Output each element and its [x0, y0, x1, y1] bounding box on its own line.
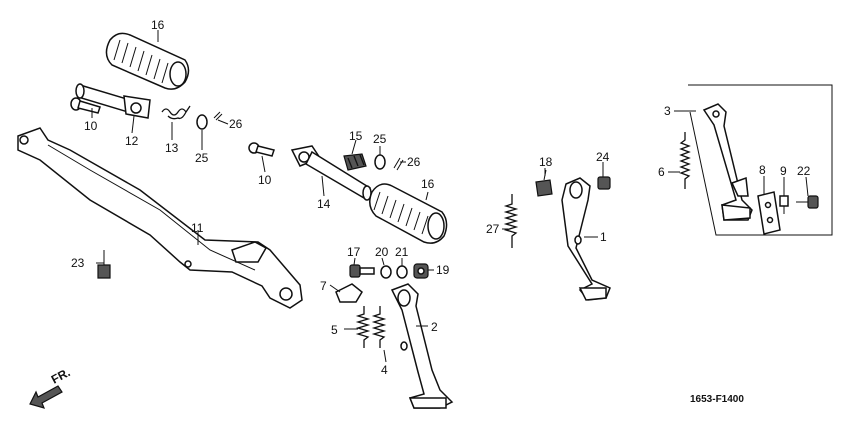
plate-7	[335, 283, 363, 303]
inset-frame	[688, 84, 833, 236]
callout-6: 6	[658, 165, 665, 179]
callout-7: 7	[320, 279, 327, 293]
bolt-17	[349, 264, 375, 278]
callout-15: 15	[349, 129, 363, 143]
stand-bracket-arm	[17, 127, 303, 309]
front-arrow-icon	[29, 385, 63, 409]
callout-18: 18	[539, 155, 553, 169]
callout-25-right: 25	[373, 132, 387, 146]
callout-20: 20	[375, 245, 389, 259]
callout-16-top: 16	[151, 18, 165, 32]
footpeg-rubber-left	[105, 32, 190, 90]
washer-25-left	[196, 114, 208, 130]
footpeg-bar-right	[290, 145, 372, 201]
callout-24: 24	[596, 150, 610, 164]
cotter-pin-26-right	[393, 157, 404, 171]
leader-lines	[91, 30, 809, 363]
callout-8: 8	[759, 163, 766, 177]
callout-10-right: 10	[258, 173, 272, 187]
washer-25-right	[374, 154, 386, 170]
callout-10-left: 10	[84, 119, 98, 133]
callout-3: 3	[664, 104, 671, 118]
side-stand	[702, 103, 753, 221]
callout-21: 21	[395, 245, 409, 259]
main-stand	[390, 283, 454, 409]
spring-13	[161, 105, 191, 120]
cotter-pin-26-left	[213, 111, 223, 121]
side-stand-spring	[679, 132, 691, 189]
side-stand-bracket	[757, 191, 781, 235]
callout-13: 13	[165, 141, 179, 155]
callout-4: 4	[381, 363, 388, 377]
bolt-18	[535, 169, 553, 197]
footpeg-bar-left	[75, 83, 151, 119]
spring-5	[355, 306, 371, 348]
callout-25-left: 25	[195, 151, 209, 165]
footpeg-rubber-right	[369, 183, 448, 244]
bolt-22	[796, 195, 819, 209]
spring-4	[371, 306, 387, 348]
callout-26-left: 26	[229, 117, 243, 131]
callout-11: 11	[191, 221, 204, 235]
callout-14: 14	[317, 197, 331, 211]
callout-9: 9	[780, 164, 787, 178]
callout-17: 17	[347, 245, 361, 259]
callout-26-right: 26	[407, 155, 421, 169]
callouts: 16 10 12 13 25 26 10 11 23 15 25 26 14 1…	[71, 18, 811, 377]
pin-10-left	[70, 97, 101, 114]
bolt-23	[97, 250, 111, 279]
callout-1: 1	[600, 230, 607, 244]
pin-10-right	[248, 142, 275, 157]
callout-22: 22	[797, 164, 811, 178]
diagram-code: 1653-F1400	[690, 394, 744, 405]
washer-21	[396, 265, 408, 279]
callout-23: 23	[71, 256, 85, 270]
spring-15	[343, 153, 367, 171]
nut-19	[413, 263, 429, 279]
callout-19: 19	[436, 263, 450, 277]
callout-27: 27	[486, 222, 500, 236]
side-stand-right	[561, 177, 611, 301]
callout-12: 12	[125, 134, 139, 148]
callout-2: 2	[431, 320, 438, 334]
callout-16-bottom: 16	[421, 177, 435, 191]
callout-5: 5	[331, 323, 338, 337]
bolt-9	[779, 195, 789, 214]
washer-20	[380, 265, 392, 279]
nut-24	[597, 176, 611, 190]
front-label: FR.	[49, 365, 73, 386]
front-direction-indicator: FR.	[29, 365, 73, 409]
spring-27	[503, 194, 519, 248]
